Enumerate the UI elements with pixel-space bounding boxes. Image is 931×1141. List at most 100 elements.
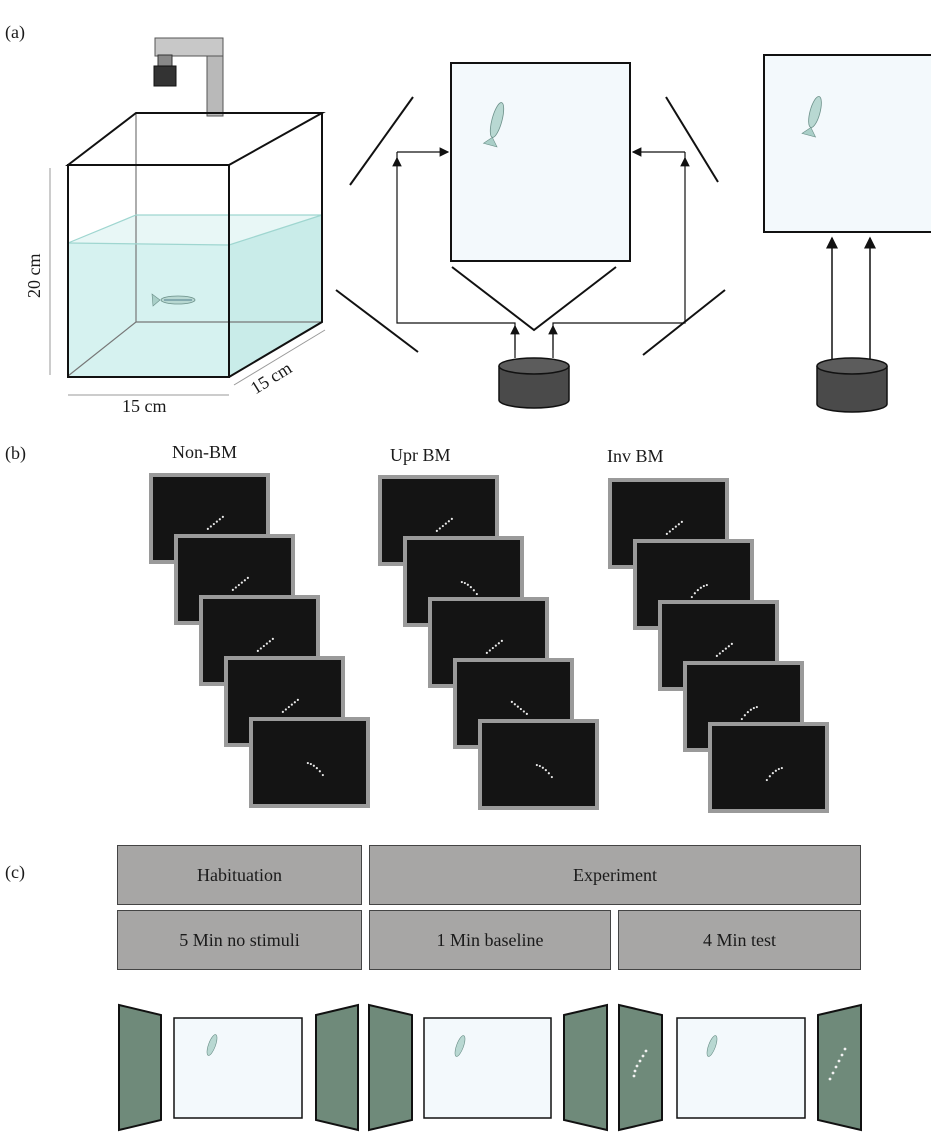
- point-light-dot: [727, 645, 730, 648]
- point-light-dot: [696, 589, 699, 592]
- point-light-dot: [472, 589, 475, 592]
- setup-habituation: [118, 1003, 359, 1132]
- point-light-dot: [550, 775, 553, 779]
- condition-label-upr-bm: Upr BM: [390, 445, 451, 465]
- stimulus-frame: [249, 717, 370, 808]
- point-light-dot: [721, 649, 724, 653]
- stimulus-frames: [149, 473, 829, 813]
- point-light-dot: [271, 637, 274, 640]
- point-light-dot: [215, 520, 218, 523]
- point-light-dot: [309, 762, 312, 766]
- point-light-dot: [665, 532, 668, 535]
- point-light-dot: [243, 579, 246, 582]
- point-light-stimulus-left: [632, 1049, 648, 1078]
- point-light-dot: [680, 520, 683, 523]
- point-light-dot: [516, 705, 519, 708]
- point-light-dot: [693, 592, 696, 595]
- mirror-projection-setup: [335, 62, 726, 409]
- point-light-dot: [256, 649, 259, 652]
- setup-diagram: [49, 37, 931, 413]
- phase-habituation: Habituation: [117, 845, 362, 905]
- point-light-dot: [435, 529, 438, 532]
- point-light-dot: [497, 642, 500, 645]
- point-light-dot: [671, 527, 674, 531]
- point-light-dot: [668, 530, 671, 533]
- point-light-dot: [743, 714, 746, 717]
- point-light-dot: [296, 698, 299, 701]
- phase-no-stimuli: 5 Min no stimuli: [117, 910, 362, 970]
- point-light-dot: [730, 642, 733, 645]
- point-light-dot: [212, 522, 215, 526]
- point-light-dot: [218, 518, 221, 521]
- point-light-dot: [535, 763, 538, 767]
- point-light-dot: [460, 580, 463, 584]
- point-light-dot: [321, 773, 324, 777]
- point-light-dot: [677, 523, 680, 526]
- point-light-dot: [541, 766, 544, 769]
- point-light-dot: [494, 644, 497, 647]
- point-light-dot: [749, 708, 752, 711]
- projector-icon: [498, 357, 570, 409]
- point-light-dot: [315, 767, 318, 770]
- aquarium-tank: [49, 112, 326, 396]
- point-light-dot: [237, 583, 240, 587]
- phase-experiment: Experiment: [369, 845, 861, 905]
- point-light-dot: [519, 707, 522, 711]
- stimulus-stack-0: [149, 473, 370, 808]
- point-light-dot: [463, 581, 466, 585]
- point-light-dot: [510, 700, 513, 703]
- point-light-dot: [209, 525, 212, 528]
- point-light-dot: [475, 592, 478, 596]
- point-light-dot: [702, 584, 705, 588]
- point-light-dot: [287, 705, 290, 709]
- point-light-dot: [318, 770, 321, 773]
- setup-baseline: [368, 1003, 608, 1132]
- point-light-dot: [771, 772, 774, 775]
- point-light-dot: [752, 706, 755, 710]
- point-light-dot: [438, 527, 441, 530]
- stimulus-stack-2: [608, 478, 829, 813]
- point-light-dot: [485, 651, 488, 654]
- panel-label-c: (c): [5, 862, 25, 882]
- width-label: 15 cm: [122, 396, 167, 416]
- phase-test: 4 Min test: [618, 910, 861, 970]
- point-light-dot: [281, 710, 284, 713]
- point-light-dot: [306, 761, 309, 765]
- point-light-dot: [690, 595, 693, 599]
- point-light-dot: [718, 652, 721, 655]
- point-light-dot: [221, 515, 224, 518]
- point-light-dot: [240, 581, 243, 584]
- point-light-dot: [780, 766, 783, 770]
- phase-baseline: 1 Min baseline: [369, 910, 611, 970]
- point-light-dot: [765, 778, 768, 782]
- point-light-dot: [262, 644, 265, 648]
- point-light-dot: [312, 764, 315, 767]
- projector-icon: [816, 357, 888, 413]
- panel-label-b: (b): [5, 443, 26, 463]
- point-light-dot: [500, 639, 503, 642]
- camera: [153, 37, 224, 117]
- point-light-dot: [290, 703, 293, 706]
- point-light-dot: [715, 654, 718, 657]
- point-light-dot: [544, 769, 547, 772]
- point-light-dot: [293, 701, 296, 704]
- point-light-dot: [699, 586, 702, 589]
- point-light-dot: [259, 647, 262, 650]
- setup-test: [618, 1003, 862, 1132]
- point-light-dot: [740, 717, 743, 721]
- height-label: 20 cm: [24, 253, 44, 299]
- point-light-dot: [469, 586, 472, 589]
- point-light-dot: [444, 522, 447, 525]
- point-light-dot: [774, 769, 777, 772]
- panel-label-a: (a): [5, 22, 25, 42]
- point-light-dot: [525, 712, 528, 715]
- point-light-dot: [491, 646, 494, 650]
- point-light-dot: [538, 764, 541, 768]
- point-light-dot: [522, 710, 525, 713]
- point-light-dot: [447, 520, 450, 523]
- point-light-dot: [441, 524, 444, 528]
- point-light-dot: [746, 711, 749, 714]
- point-light-dot: [547, 772, 550, 775]
- point-light-dot: [777, 767, 780, 771]
